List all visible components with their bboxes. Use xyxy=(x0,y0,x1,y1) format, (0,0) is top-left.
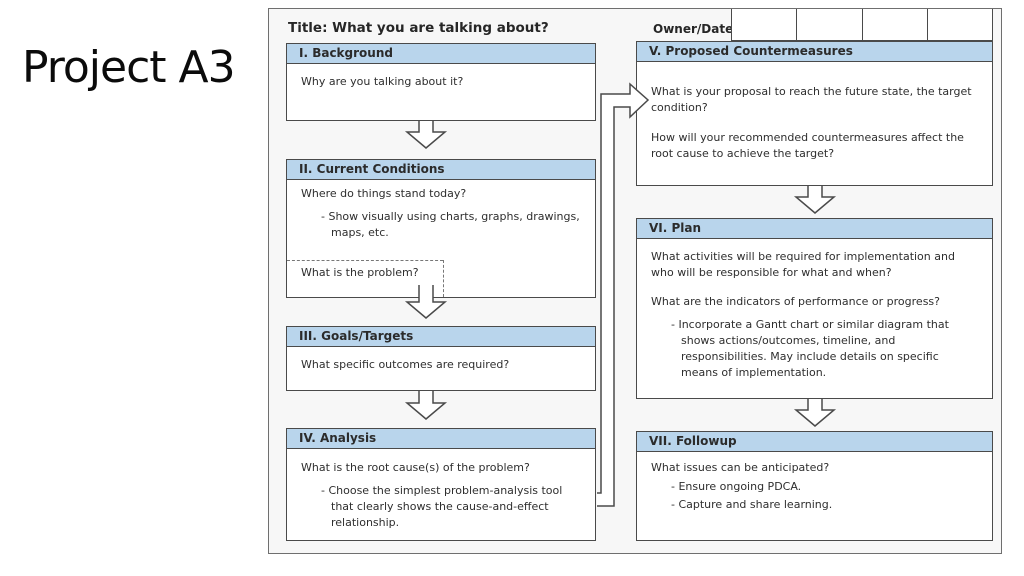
prompt-text: How will your recommended countermeasure… xyxy=(651,130,964,160)
section-v-heading: V. Proposed Countermeasures xyxy=(637,42,992,62)
section-iv-heading: IV. Analysis xyxy=(287,429,595,449)
section-iv-body: What is the root cause(s) of the problem… xyxy=(287,460,595,531)
problem-callout-dashed-top xyxy=(287,260,443,261)
bullet-text: - Show visually using charts, graphs, dr… xyxy=(321,209,580,239)
section-iii-body: What specific outcomes are required? xyxy=(287,357,595,373)
problem-callout-dashed-side xyxy=(443,260,444,297)
owner-date-label: Owner/Date xyxy=(653,22,734,36)
a3-template-page: Title: What you are talking about? Owner… xyxy=(268,8,1002,554)
section-v-body: What is your proposal to reach the futur… xyxy=(637,84,992,162)
prompt-text: What issues can be anticipated? xyxy=(651,461,830,474)
section-vii-followup: VII. Followup What issues can be anticip… xyxy=(636,431,993,541)
section-vi-body: What activities will be required for imp… xyxy=(637,249,992,381)
bullet-text: - Capture and share learning. xyxy=(671,497,833,511)
prompt-text: Why are you talking about it? xyxy=(301,75,464,88)
prompt-text: What specific outcomes are required? xyxy=(301,358,510,371)
prompt-text: What are the indicators of performance o… xyxy=(651,294,940,308)
prompt-text: Where do things stand today? xyxy=(301,187,467,200)
section-ii-body: Where do things stand today? - Show visu… xyxy=(287,186,595,241)
owner-date-cell-3 xyxy=(861,9,927,40)
owner-date-table xyxy=(731,9,993,41)
section-iii-goals-targets: III. Goals/Targets What specific outcome… xyxy=(286,326,596,391)
section-i-background: I. Background Why are you talking about … xyxy=(286,43,596,121)
bullet-text: - Ensure ongoing PDCA. xyxy=(671,479,802,493)
section-ii-current-conditions: II. Current Conditions Where do things s… xyxy=(286,159,596,298)
owner-date-cell-4 xyxy=(926,9,992,40)
section-ii-heading: II. Current Conditions xyxy=(287,160,595,180)
prompt-text: What activities will be required for imp… xyxy=(651,250,955,279)
section-vi-heading: VI. Plan xyxy=(637,219,992,239)
section-iii-heading: III. Goals/Targets xyxy=(287,327,595,347)
section-vii-body: What issues can be anticipated? - Ensure… xyxy=(637,460,992,513)
section-vii-heading: VII. Followup xyxy=(637,432,992,452)
owner-date-cell-1 xyxy=(732,9,796,40)
prompt-text: What is the problem? xyxy=(301,266,419,279)
bullet-text: - Incorporate a Gantt chart or similar d… xyxy=(671,317,949,379)
section-i-heading: I. Background xyxy=(287,44,595,64)
prompt-text: What is your proposal to reach the futur… xyxy=(651,85,972,114)
bullet-text: - Choose the simplest problem-analysis t… xyxy=(321,483,563,529)
section-iv-analysis: IV. Analysis What is the root cause(s) o… xyxy=(286,428,596,541)
owner-date-cell-2 xyxy=(796,9,861,40)
slide-title: Project A3 xyxy=(22,42,236,93)
template-title: Title: What you are talking about? xyxy=(288,20,549,36)
section-vi-plan: VI. Plan What activities will be require… xyxy=(636,218,993,399)
section-i-body: Why are you talking about it? xyxy=(287,74,595,90)
section-v-proposed-countermeasures: V. Proposed Countermeasures What is your… xyxy=(636,41,993,186)
prompt-text: What is the root cause(s) of the problem… xyxy=(301,461,530,474)
